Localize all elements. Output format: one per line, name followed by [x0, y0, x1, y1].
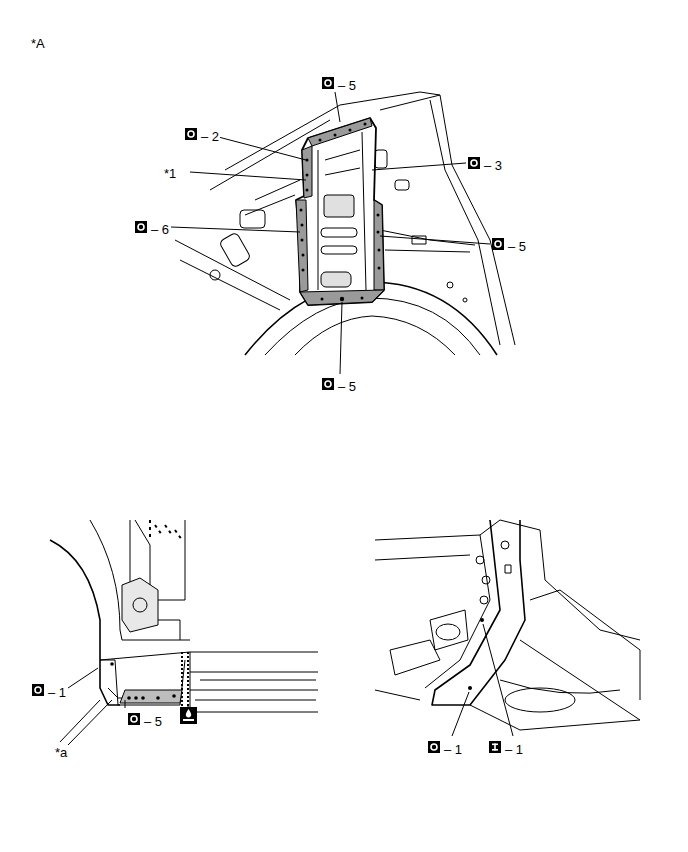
- callout-number: – 5: [143, 714, 163, 729]
- callout-number: – 5: [507, 239, 527, 254]
- part-label: *1: [163, 166, 177, 181]
- callout-number: – 3: [483, 158, 503, 173]
- callout-number: – 6: [150, 222, 170, 237]
- part-label: *a: [54, 745, 68, 760]
- callout-number: – 5: [337, 78, 357, 93]
- callout-number: – 1: [504, 742, 524, 757]
- figure-label: *A: [30, 36, 46, 51]
- callout-number: – 5: [337, 379, 357, 394]
- callout-number: – 2: [200, 129, 220, 144]
- callout-number: – 1: [443, 742, 463, 757]
- weld-symbols: [32, 77, 504, 753]
- callout-number: – 1: [47, 685, 67, 700]
